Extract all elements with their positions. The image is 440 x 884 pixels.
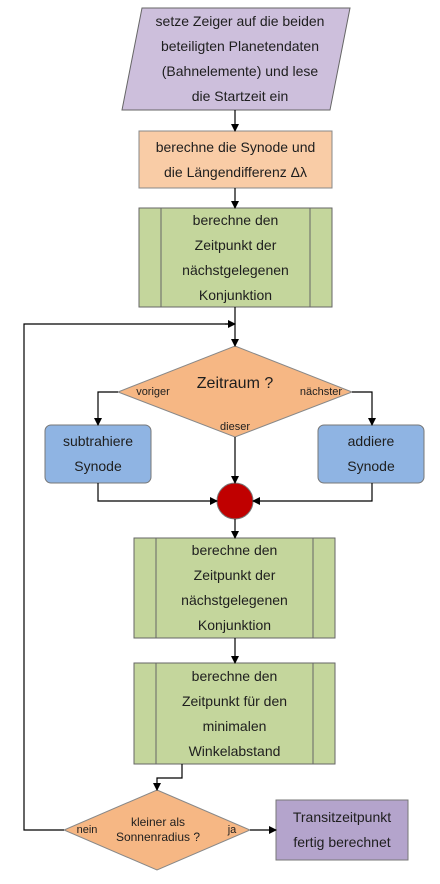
edge-label-no: nein [76,824,98,836]
check-diamond [62,789,252,871]
konj2-box [133,537,336,639]
subtract-label: subtrahiere Synode [62,433,134,474]
minimal-label: berechne den Zeitpunkt für den minimalen… [181,667,288,759]
end-box [275,799,409,861]
decision-label: Zeitraum ? [196,375,274,392]
edge-label-yes: ja [227,824,237,836]
edge-label-next: nächster [299,386,343,398]
edge-label-prev: voriger [136,386,170,398]
end-label: Transitzeitpunkt fertig berechnet [292,809,392,850]
add-label: addiere Synode [347,433,395,474]
minimal-box [133,662,336,765]
start-label: setze Zeiger auf die beiden beteiligten … [155,13,325,104]
synode-label: berechne die Synode und die Längendiffer… [155,138,316,180]
edge-label-this: dieser [220,421,250,433]
start-parallelogram [121,7,351,111]
synode-box [138,130,333,189]
konj1-label: berechne den Zeitpunkt der nächstgelegen… [182,211,289,303]
check-label: kleiner als Sonnenradius ? [115,815,201,844]
konj2-label: berechne den Zeitpunkt der nächstgelegen… [181,542,288,633]
junction-circle [216,482,254,520]
